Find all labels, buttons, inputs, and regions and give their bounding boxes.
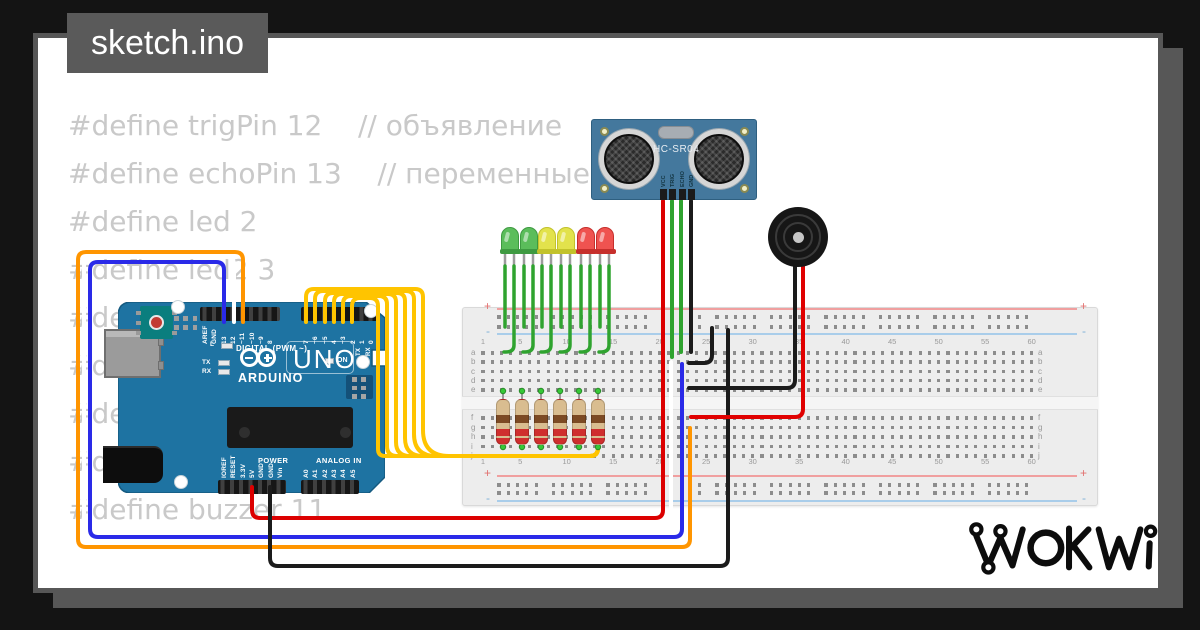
wokwi-logo (969, 522, 1158, 575)
breadboard-center-channel (462, 396, 1098, 410)
code-line: #define echoPin 13 // переменные (68, 157, 590, 190)
sketch-filename: sketch.ino (91, 23, 245, 62)
code-line: #define led 2 (68, 205, 258, 238)
code-line: #define trigPin 12 // объявление (68, 109, 563, 142)
code-line: #define led2 3 (68, 253, 276, 286)
sketch-filename-tab: sketch.ino (67, 13, 269, 73)
